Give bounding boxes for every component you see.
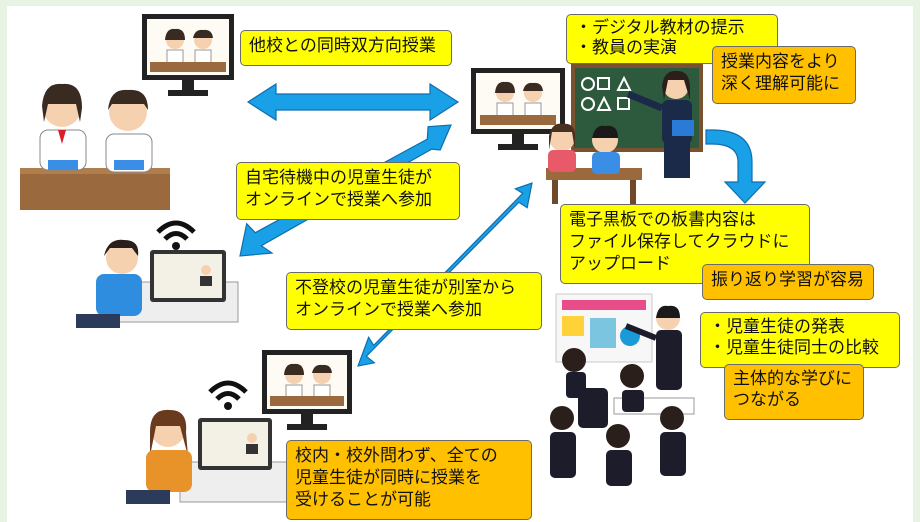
callout-blackboard-cloud-upload: 電子黒板での板書内容は ファイル保存してクラウドに アップロード [560, 204, 810, 284]
callout-student-presentations: ・児童生徒の発表 ・児童生徒同士の比較 [700, 312, 900, 368]
presentation-group-illustration [550, 293, 695, 486]
callout-text-line: ・教員の実演 [575, 38, 677, 58]
arrow-bent-down [705, 129, 767, 204]
callout-text-line: 電子黒板での板書内容は [569, 210, 756, 230]
callout-text: 他校との同時双方向授業 [249, 36, 436, 56]
callout-text-line: 不登校の児童生徒が別室から [295, 278, 516, 298]
callout-text-line: つながる [733, 390, 801, 410]
callout-home-students-online: 自宅待機中の児童生徒が オンラインで授業へ参加 [236, 162, 460, 220]
callout-dual-direction-class: 他校との同時双方向授業 [240, 30, 452, 66]
callout-text-line: ファイル保存してクラウドに [569, 232, 790, 252]
callout-deeper-understanding: 授業内容をより 深く理解可能に [712, 46, 856, 104]
callout-text-line: 深く理解可能に [721, 74, 840, 94]
monitor-top-illustration [142, 14, 234, 96]
callout-all-students-simultaneous: 校内・校外問わず、全ての 児童生徒が同時に授業を 受けることが可能 [286, 440, 532, 520]
students-at-desk-illustration [20, 83, 170, 210]
callout-text-line: 受けることが可能 [295, 490, 431, 510]
callout-text-line: 児童生徒が同時に授業を [295, 468, 482, 488]
callout-text-line: アップロード [569, 254, 671, 274]
monitor-bottom-illustration [262, 350, 352, 430]
callout-text-line: オンラインで授業へ参加 [295, 300, 482, 320]
callout-text-line: ・児童生徒同士の比較 [709, 338, 879, 358]
callout-text-line: 校内・校外問わず、全ての [295, 446, 498, 466]
callout-easy-review: 振り返り学習が容易 [702, 264, 874, 300]
callout-text-line: 自宅待機中の児童生徒が [245, 168, 432, 188]
separate-room-student-tablet-illustration [126, 380, 321, 504]
callout-text: 振り返り学習が容易 [711, 270, 864, 290]
callout-text-line: ・児童生徒の発表 [709, 317, 845, 337]
monitor-center-illustration [471, 68, 565, 150]
arrow-bidirectional-horizontal [246, 82, 460, 122]
home-student-tablet-illustration [76, 220, 239, 328]
callout-digital-materials: ・デジタル教材の提示 ・教員の実演 [566, 14, 778, 64]
callout-active-learning: 主体的な学びに つながる [724, 364, 864, 420]
callout-text-line: オンラインで授業へ参加 [245, 190, 432, 210]
callout-text-line: ・デジタル教材の提示 [575, 18, 745, 38]
callout-text-line: 主体的な学びに [733, 369, 852, 389]
callout-separate-room-students-online: 不登校の児童生徒が別室から オンラインで授業へ参加 [286, 272, 542, 330]
class-students-illustration [546, 123, 642, 204]
callout-text-line: 授業内容をより [721, 52, 840, 72]
